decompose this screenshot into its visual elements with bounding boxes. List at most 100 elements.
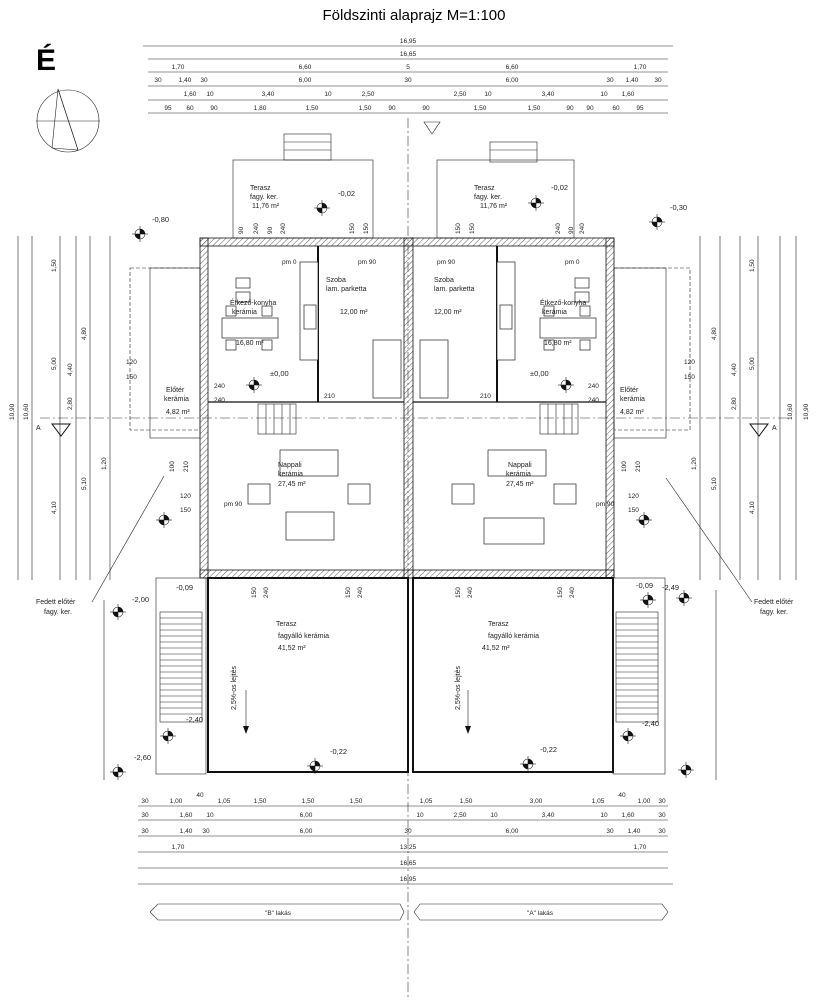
svg-text:150: 150 [684, 374, 695, 381]
kitchen-left-floor: kerámia [232, 309, 257, 316]
svg-text:240: 240 [588, 383, 599, 390]
svg-text:120: 120 [684, 359, 695, 366]
level-floor-right: ±0,00 [530, 369, 549, 378]
terrace-top-right-steps [489, 141, 538, 163]
svg-text:150: 150 [363, 223, 370, 234]
svg-text:240: 240 [357, 587, 364, 598]
covered-entry-left-leader [91, 475, 165, 603]
hall-left-name: Előtér [166, 387, 185, 394]
svg-text:5: 5 [406, 64, 410, 71]
svg-text:1,60: 1,60 [180, 812, 193, 819]
terrace-bottom-right-area: 41,52 m² [482, 645, 510, 652]
svg-text:240: 240 [555, 223, 562, 234]
svg-text:1,70: 1,70 [172, 64, 185, 71]
indoor-stair-left [257, 403, 297, 435]
svg-text:2,80: 2,80 [731, 397, 738, 410]
svg-text:30: 30 [658, 828, 666, 835]
svg-text:30: 30 [606, 828, 614, 835]
top-dim-row3: 1,70 6,60 5 6,60 1,70 [172, 64, 647, 71]
level-terrace-top-right: -0,02 [551, 183, 568, 192]
svg-text:6,00: 6,00 [299, 77, 312, 84]
room-right-floor: lam. parketta [434, 286, 475, 293]
bottom-dim-row1: 30 1,00 40 1,05 1,50 1,50 1,50 1,05 1,50… [141, 792, 666, 805]
level-floor-left: ±0,00 [270, 369, 289, 378]
svg-text:1,70: 1,70 [634, 64, 647, 71]
level-sw-entry: -0,09 [176, 583, 193, 592]
svg-text:6,00: 6,00 [506, 77, 519, 84]
svg-text:1,50: 1,50 [359, 105, 372, 112]
svg-text:10: 10 [206, 91, 214, 98]
living-right-area: 27,45 m² [506, 481, 534, 488]
svg-text:1,60: 1,60 [622, 91, 635, 98]
svg-text:A: A [772, 425, 777, 432]
terrace-bottom-right [412, 577, 614, 773]
unit-label-a: "A" lakás [527, 910, 554, 917]
hall-left-floor: kerámia [164, 396, 189, 403]
svg-text:3,40: 3,40 [262, 91, 275, 98]
building-walls [199, 237, 615, 579]
opening-marks: pm 0 pm 90 pm 90 pm 0 pm 90 pm 90 120 15… [126, 259, 695, 514]
svg-text:pm 90: pm 90 [596, 501, 614, 508]
svg-text:2,80: 2,80 [67, 397, 74, 410]
vestibule-right [613, 267, 667, 439]
svg-text:2,50: 2,50 [362, 91, 375, 98]
svg-text:1,70: 1,70 [634, 844, 647, 851]
terrace-bottom-right-name: Terasz [488, 621, 509, 628]
furniture-right-unit [419, 261, 597, 545]
furniture-left-unit [221, 261, 402, 541]
svg-text:1,40: 1,40 [180, 828, 193, 835]
svg-text:30: 30 [404, 828, 412, 835]
covered-entry-right-line1: Fedett előtér [754, 599, 794, 606]
kitchen-left-area: 16,80 m² [236, 340, 264, 347]
svg-text:30: 30 [658, 798, 666, 805]
section-marker-left-icon: A [36, 423, 71, 437]
svg-text:210: 210 [480, 393, 491, 400]
covered-entry-left-line1: Fedett előtér [36, 599, 76, 606]
svg-text:30: 30 [154, 77, 162, 84]
unit-label-b: "B" lakás [265, 910, 292, 917]
svg-text:30: 30 [654, 77, 662, 84]
svg-text:3,40: 3,40 [542, 91, 555, 98]
svg-text:150: 150 [345, 587, 352, 598]
svg-text:210: 210 [635, 461, 642, 472]
hall-right-floor: kerámia [620, 396, 645, 403]
svg-text:A: A [36, 425, 41, 432]
svg-text:30: 30 [202, 828, 210, 835]
left-dim-total-inner: 10,60 [23, 403, 30, 420]
terrace-top-left-steps [283, 133, 332, 161]
level-sw-stair: -2,00 [132, 595, 149, 604]
svg-text:240: 240 [569, 587, 576, 598]
svg-text:40: 40 [196, 792, 204, 799]
slope-label-right: 2,5%-os lejtés [455, 666, 462, 710]
living-right-floor: kerámia [506, 471, 531, 478]
opening-marks-vertical: 90 240 90 240 150 150 150 150 240 90 240… [169, 223, 642, 598]
svg-text:60: 60 [186, 105, 194, 112]
svg-text:90: 90 [422, 105, 430, 112]
top-dim-total-outer: 16,95 [400, 38, 417, 45]
vestibule-right-outline [613, 267, 691, 431]
svg-text:120: 120 [126, 359, 137, 366]
svg-text:240: 240 [588, 397, 599, 404]
terrace-top-right-floor: fagy. ker. [474, 194, 502, 201]
svg-text:100: 100 [169, 461, 176, 472]
svg-text:150: 150 [628, 507, 639, 514]
covered-entry-right-line2: fagy. ker. [760, 609, 788, 616]
svg-text:30: 30 [200, 77, 208, 84]
level-outer-nw: -0,80 [152, 215, 169, 224]
living-left-area: 27,45 m² [278, 481, 306, 488]
svg-text:150: 150 [349, 223, 356, 234]
terrace-top-left-floor: fagy. ker. [250, 194, 278, 201]
svg-text:1,50: 1,50 [528, 105, 541, 112]
svg-text:5,00: 5,00 [749, 357, 756, 370]
svg-text:pm 90: pm 90 [224, 501, 242, 508]
svg-text:1,50: 1,50 [749, 259, 756, 272]
side-dimension-lines [17, 236, 797, 780]
svg-text:10: 10 [484, 91, 492, 98]
bottom-dim-row3: 30 1,40 30 6,00 30 6,00 30 1,40 30 [141, 828, 666, 835]
svg-text:2,50: 2,50 [454, 91, 467, 98]
svg-text:210: 210 [324, 393, 335, 400]
kitchen-right-area: 16,80 m² [544, 340, 572, 347]
covered-entry-left-line2: fagy. ker. [44, 609, 72, 616]
svg-text:5,10: 5,10 [711, 477, 718, 490]
